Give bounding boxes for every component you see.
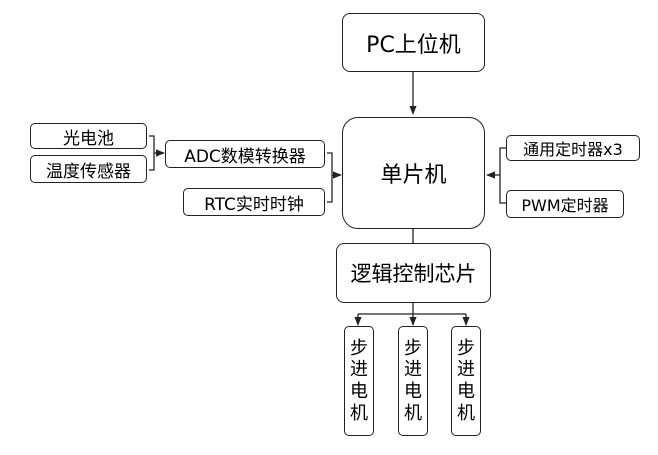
edge-adc-rtc-bracket	[327, 152, 333, 203]
motor3-char: 步	[457, 337, 475, 359]
motor-node-1: 步 进 电 机	[344, 326, 374, 436]
logic-node: 逻辑控制芯片	[336, 243, 491, 303]
logic-label: 逻辑控制芯片	[350, 262, 477, 286]
motor3-char: 机	[457, 402, 475, 424]
adc-label: ADC数模转换器	[184, 146, 306, 167]
solar-label: 光电池	[63, 128, 114, 149]
motor1-char: 机	[350, 402, 368, 424]
pwm-node: PWM定时器	[506, 190, 624, 218]
mcu-label: 单片机	[380, 163, 447, 188]
edge-sensors-adc	[149, 135, 155, 171]
rtc-label: RTC实时时钟	[204, 194, 304, 215]
timer-label: 通用定时器x3	[523, 140, 623, 159]
motor3-char: 进	[457, 359, 475, 381]
motor3-char: 电	[457, 381, 475, 402]
temp-node: 温度传感器	[30, 155, 147, 183]
motor2-char: 进	[404, 359, 422, 381]
mcu-node: 单片机	[342, 117, 485, 229]
motor2-char: 机	[404, 402, 422, 424]
rtc-node: RTC实时时钟	[183, 188, 325, 216]
motor2-char: 电	[404, 381, 422, 402]
temp-label: 温度传感器	[46, 161, 131, 182]
pc-label: PC上位机	[366, 32, 461, 58]
motor2-char: 步	[404, 337, 422, 359]
motor-node-2: 步 进 电 机	[398, 326, 428, 436]
motor1-char: 电	[350, 381, 368, 402]
motor1-char: 进	[350, 359, 368, 381]
timer-node: 通用定时器x3	[506, 135, 640, 161]
solar-node: 光电池	[30, 123, 147, 149]
motor-node-3: 步 进 电 机	[451, 326, 481, 436]
pwm-label: PWM定时器	[521, 196, 609, 215]
motor1-char: 步	[350, 337, 368, 359]
adc-node: ADC数模转换器	[165, 140, 325, 168]
pc-node: PC上位机	[342, 13, 485, 72]
